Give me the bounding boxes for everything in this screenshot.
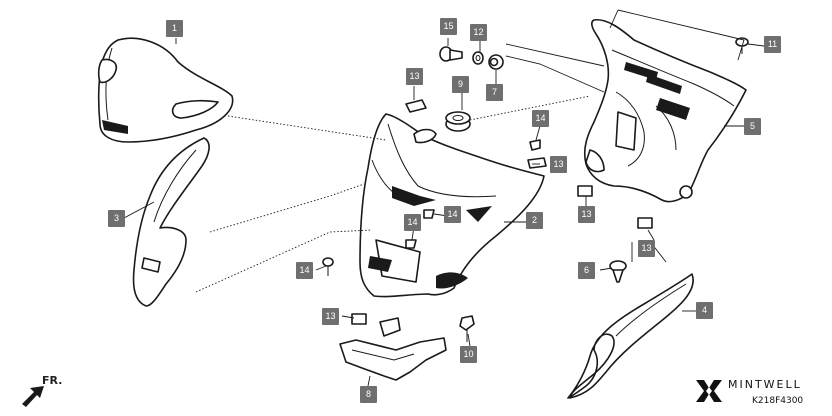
callout-2: 2 <box>526 212 543 229</box>
callout-6: 6 <box>578 262 595 279</box>
callout-9: 9 <box>452 76 469 93</box>
callout-8: 8 <box>360 386 377 403</box>
part-10-screw <box>459 315 475 342</box>
part-12-washer <box>472 51 484 65</box>
part-15-screw <box>439 46 463 62</box>
brand-name: MINTWELL <box>728 378 802 391</box>
part-4-lower-trim <box>567 273 694 399</box>
part-9-grommet <box>445 111 471 132</box>
part-1-windscreen <box>97 37 234 143</box>
callout-10: 10 <box>460 346 477 363</box>
callout-14-left: 14 <box>404 214 421 231</box>
callout-15: 15 <box>440 18 457 35</box>
callout-3: 3 <box>108 210 125 227</box>
part-13-clips <box>351 99 653 325</box>
part-6-rivet <box>609 260 627 283</box>
part-8-bracket <box>339 317 447 381</box>
front-arrow-icon <box>22 386 44 407</box>
callout-4: 4 <box>696 302 713 319</box>
diagram-code: K218F4300 <box>752 396 804 406</box>
front-indicator-label: FR. <box>42 374 63 387</box>
callout-13-bottom: 13 <box>322 308 339 325</box>
callout-12: 12 <box>470 24 487 41</box>
callout-14-bottom-left: 14 <box>296 262 313 279</box>
callout-13-top: 13 <box>406 68 423 85</box>
callout-14-center: 14 <box>444 206 461 223</box>
callout-14-top: 14 <box>532 110 549 127</box>
part-14-screws <box>322 139 541 276</box>
callout-13-lower: 13 <box>638 240 655 257</box>
part-3-side-cowl <box>132 137 210 307</box>
part-7-nut <box>488 54 504 70</box>
callout-11: 11 <box>764 36 781 53</box>
callout-1: 1 <box>166 20 183 37</box>
part-5-inner-cover <box>583 18 747 203</box>
callout-7: 7 <box>486 84 503 101</box>
callout-13-mid: 13 <box>550 156 567 173</box>
callout-5: 5 <box>744 118 761 135</box>
mintwell-logo-icon <box>696 380 722 402</box>
part-2-front-cover <box>359 113 545 298</box>
callout-13-right: 13 <box>578 206 595 223</box>
